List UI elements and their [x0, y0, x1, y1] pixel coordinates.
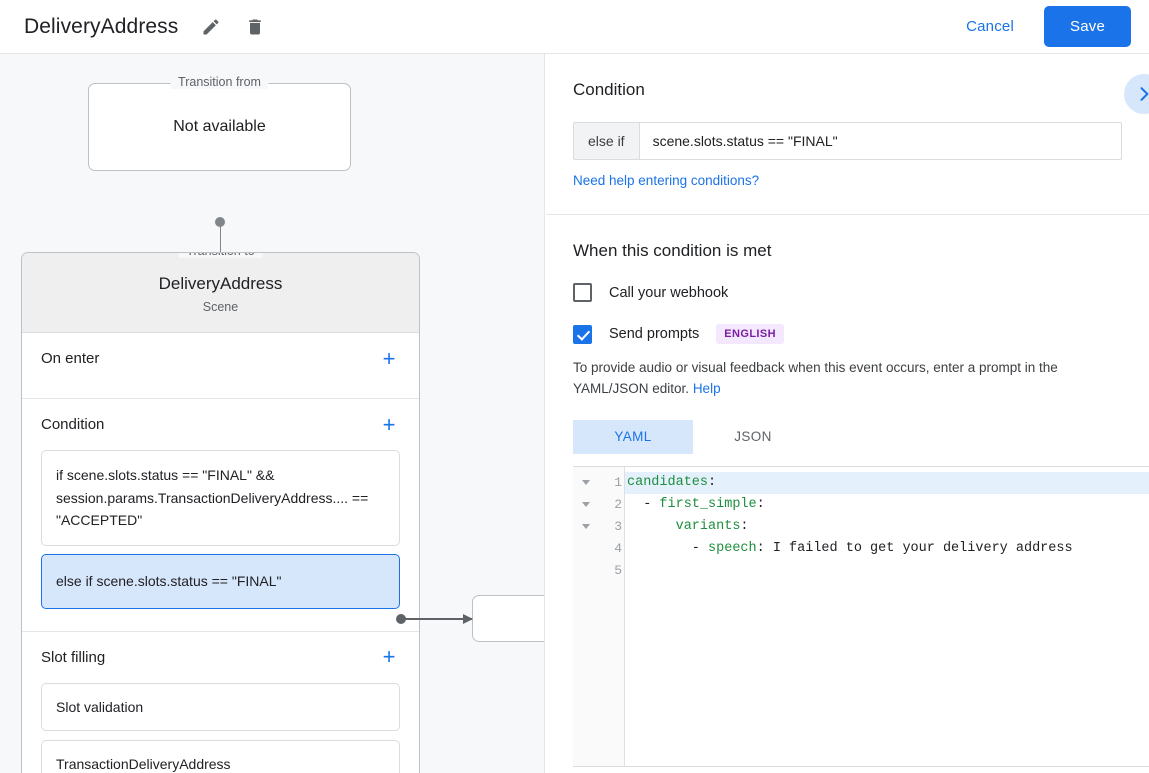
app-header: DeliveryAddress Cancel Save [0, 0, 1149, 54]
editor-line-number: 4 [614, 540, 622, 556]
editor-code-line[interactable]: - first_simple: [625, 494, 1149, 516]
editor-code-line[interactable] [625, 560, 1149, 582]
section-condition: Condition + if scene.slots.status == "FI… [22, 399, 419, 632]
code-token [627, 519, 676, 534]
code-token: speech [708, 540, 757, 556]
when-met-heading: When this condition is met [573, 241, 772, 260]
transition-to-subtitle: Scene [202, 299, 239, 314]
prompts-help-link[interactable]: Help [692, 380, 721, 396]
add-slot-button[interactable]: + [378, 646, 400, 668]
transition-to-node: Transition to DeliveryAddress Scene On e… [21, 252, 420, 773]
code-token: : I failed to get your delivery address [756, 540, 1073, 556]
section-header-condition: Condition + [41, 399, 400, 450]
code-token: first_simple [659, 496, 757, 512]
section-header-slot-filling: Slot filling + [41, 632, 400, 683]
editor-fold-toggle [573, 538, 599, 560]
transition-to-legend: Transition to [178, 253, 263, 258]
condition-item[interactable]: if scene.slots.status == "FINAL" && sess… [41, 450, 400, 547]
code-token: : [740, 518, 749, 534]
section-slot-filling: Slot filling + Slot validation Transacti… [22, 632, 419, 773]
prompts-description: To provide audio or visual feedback when… [573, 358, 1122, 400]
code-token: variants [675, 518, 741, 534]
editor-line-number: 5 [614, 562, 622, 578]
add-on-enter-button[interactable]: + [378, 347, 400, 370]
section-title-slot-filling: Slot filling [41, 648, 106, 666]
next-node-placeholder[interactable] [472, 595, 544, 642]
condition-block: Condition else if scene.slots.status == … [546, 54, 1149, 215]
transition-to-title: DeliveryAddress [158, 273, 283, 293]
section-title-condition: Condition [41, 416, 105, 433]
chevron-down-icon [582, 502, 590, 508]
editor-fold-toggle[interactable] [573, 494, 599, 516]
connector-arrow-right [463, 613, 473, 624]
editor-fold-gutter [573, 466, 599, 766]
editor-format-tabs: YAML JSON [573, 419, 1122, 454]
editor-line-number: 2 [614, 496, 622, 512]
transition-from-node[interactable]: Transition from Not available [88, 75, 351, 171]
connector-dot-right [396, 614, 406, 624]
tab-yaml[interactable]: YAML [573, 419, 693, 454]
chevron-down-icon [582, 480, 590, 486]
page-title: DeliveryAddress [24, 14, 179, 38]
add-condition-button[interactable]: + [378, 413, 400, 436]
call-webhook-label: Call your webhook [609, 284, 729, 301]
transition-from-label: Not available [173, 118, 266, 135]
section-title-on-enter: On enter [41, 350, 100, 367]
editor-code-line[interactable]: - speech: I failed to get your delivery … [625, 538, 1149, 560]
language-badge: ENGLISH [716, 324, 784, 344]
webhook-row[interactable]: Call your webhook [573, 283, 1122, 302]
transition-to-header[interactable]: Transition to DeliveryAddress Scene [22, 253, 419, 333]
code-token: : [708, 474, 717, 490]
editor-line-numbers: 1 2 3 4 5 [599, 466, 625, 766]
editor-code-line[interactable]: candidates: [625, 471, 1149, 494]
when-condition-met-block: When this condition is met Call your web… [546, 215, 1149, 767]
connector-line-vertical [219, 222, 221, 266]
code-token: - [627, 540, 709, 556]
condition-help-link[interactable]: Need help entering conditions? [573, 173, 760, 188]
chevron-right-icon[interactable] [1124, 74, 1149, 114]
condition-input-row[interactable]: else if scene.slots.status == "FINAL" [573, 122, 1122, 160]
trash-icon[interactable] [244, 16, 266, 38]
condition-expression-input[interactable]: scene.slots.status == "FINAL" [639, 123, 1121, 159]
editor-code-line[interactable]: variants: [625, 516, 1149, 538]
code-editor[interactable]: 1 2 3 4 5 candidates: - first_simple: varian… [573, 465, 1149, 767]
editor-code-area[interactable]: candidates: - first_simple: variants: - … [625, 467, 1149, 766]
connector-line-horizontal [404, 618, 472, 620]
save-button[interactable]: Save [1044, 6, 1131, 47]
code-token: candidates [627, 474, 709, 490]
condition-heading: Condition [573, 80, 645, 99]
send-prompts-checkbox[interactable] [573, 324, 592, 344]
condition-item-selected[interactable]: else if scene.slots.status == "FINAL" [41, 554, 400, 609]
condition-prefix-label: else if [574, 123, 640, 159]
editor-fold-toggle [573, 560, 599, 582]
editor-fold-toggle[interactable] [573, 516, 599, 538]
slot-item-validation[interactable]: Slot validation [41, 682, 400, 731]
prompts-description-text: To provide audio or visual feedback when… [573, 360, 1058, 396]
code-token: - [627, 496, 660, 512]
tab-json[interactable]: JSON [693, 420, 813, 454]
slot-item-transaction-delivery-address[interactable]: TransactionDeliveryAddress [41, 739, 400, 773]
send-prompts-row[interactable]: Send prompts ENGLISH [573, 324, 1122, 344]
code-token: : [756, 496, 765, 512]
pencil-icon[interactable] [200, 16, 222, 38]
editor-line-number: 1 [614, 474, 622, 490]
send-prompts-label: Send prompts [609, 326, 700, 342]
section-header-on-enter: On enter + [41, 333, 400, 384]
flow-canvas: Transition from Not available Transition… [0, 54, 545, 773]
chevron-down-icon [582, 524, 590, 530]
section-on-enter: On enter + [22, 333, 419, 399]
cancel-button[interactable]: Cancel [954, 10, 1026, 43]
call-webhook-checkbox[interactable] [573, 283, 592, 302]
editor-fold-toggle[interactable] [573, 472, 599, 494]
editor-line-number: 3 [614, 518, 622, 534]
details-panel: Condition else if scene.slots.status == … [546, 54, 1149, 773]
transition-from-legend: Transition from [170, 75, 269, 89]
